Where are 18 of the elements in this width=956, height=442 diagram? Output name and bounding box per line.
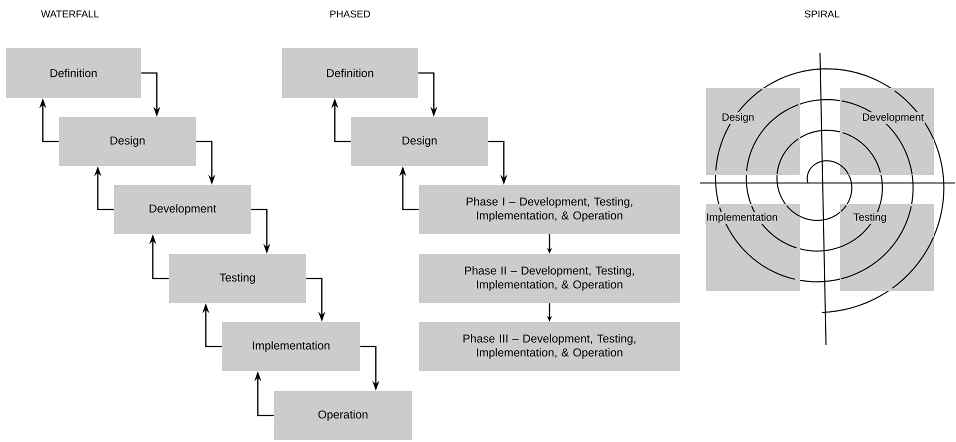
section-heading: PHASED: [330, 10, 370, 18]
process-box: Implementation: [222, 322, 360, 371]
process-box: Design: [351, 117, 488, 166]
process-box: Phase II – Development, Testing, Implementation, & Operation: [419, 254, 680, 303]
quadrant-box: Design: [706, 88, 800, 175]
process-box: Testing: [169, 254, 306, 303]
section-heading: WATERFALL: [41, 10, 99, 18]
process-box: Phase III – Development, Testing, Implementation, & Operation: [419, 322, 680, 371]
quadrant-box: Implementation: [705, 204, 800, 291]
process-box: Phase I – Development, Testing, Implementation, & Operation: [419, 185, 680, 234]
quadrant-box: Testing: [840, 204, 934, 291]
process-box: Definition: [282, 48, 418, 98]
process-box: Definition: [6, 48, 141, 98]
quadrant-box: Development: [840, 88, 934, 175]
process-box: Development: [114, 185, 251, 234]
process-box: Operation: [274, 391, 412, 440]
process-box: Design: [59, 117, 196, 166]
section-heading: SPIRAL: [804, 10, 840, 18]
